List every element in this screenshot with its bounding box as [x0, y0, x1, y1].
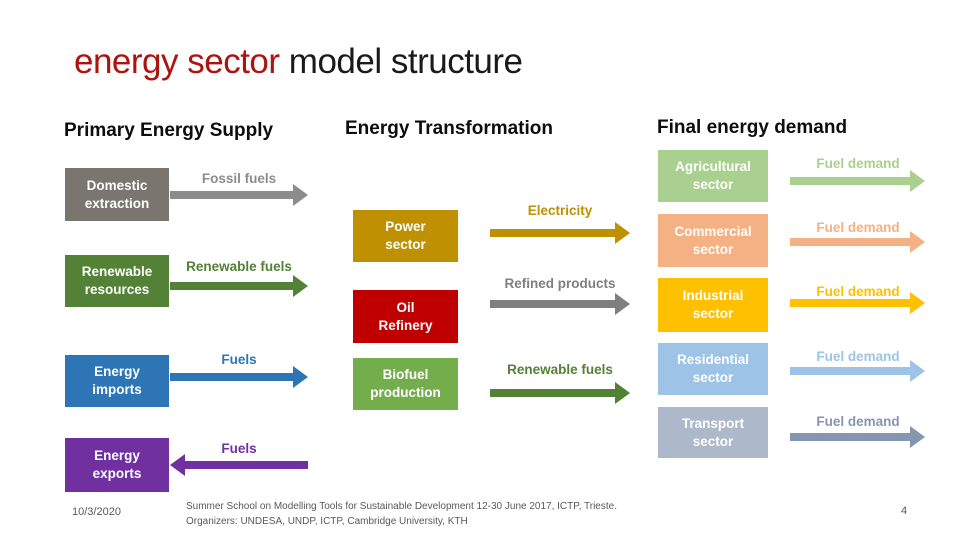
flow-label-renewable-fuels-transformation: Renewable fuels	[507, 362, 613, 377]
fuels-import-arrow-head	[293, 366, 308, 388]
slide-title: energy sector model structure	[74, 42, 523, 82]
fossil-fuels-arrow-head	[293, 184, 308, 206]
box-renewable-resources-label: Renewable resources	[81, 264, 153, 297]
footer-credit-line2: Organizers: UNDESA, UNDP, ICTP, Cambridg…	[186, 516, 468, 527]
fuel-demand-agricultural-arrow	[790, 170, 925, 192]
box-residential-sector: Residential sector	[658, 343, 768, 395]
flow-label-renewable-fuels-supply: Renewable fuels	[186, 259, 292, 274]
box-commercial-sector-label: Commercial sector	[674, 223, 752, 257]
box-agricultural-sector: Agricultural sector	[658, 150, 768, 202]
fuel-demand-industrial-arrow-head	[910, 292, 925, 314]
fuel-demand-agricultural-arrow-head	[910, 170, 925, 192]
header-energy-transformation: Energy Transformation	[345, 118, 553, 139]
flow-label-fuel-demand-residential: Fuel demand	[816, 349, 900, 364]
box-domestic-extraction-label: Domestic extraction	[84, 177, 150, 211]
renewable-fuels-supply-arrow	[170, 275, 308, 297]
refined-products-arrow-head	[615, 293, 630, 315]
flow-label-fuel-demand-industrial: Fuel demand	[816, 284, 900, 299]
box-oil-refinery-label: Oil Refinery	[378, 299, 433, 333]
fuel-demand-industrial-arrow	[790, 292, 925, 314]
box-industrial-sector: Industrial sector	[658, 278, 768, 332]
flow-label-fuels-export: Fuels	[221, 441, 257, 456]
box-residential-sector-label: Residential sector	[676, 352, 750, 385]
flow-label-fuel-demand-transport: Fuel demand	[816, 414, 900, 429]
flow-label-refined-products: Refined products	[504, 276, 616, 291]
fuel-demand-transport-arrow-head	[910, 426, 925, 448]
flow-label-fuel-demand-commercial: Fuel demand	[816, 220, 900, 235]
footer-credit: Summer School on Modelling Tools for Sus…	[186, 499, 617, 529]
box-energy-imports-label: Energy imports	[92, 364, 142, 397]
renewable-fuels-supply-arrow-head	[293, 275, 308, 297]
box-domestic-extraction: Domestic extraction	[65, 168, 169, 221]
box-transport-sector: Transport sector	[658, 407, 768, 458]
title-highlight: energy sector	[74, 42, 280, 81]
footer-page-number: 4	[901, 505, 908, 517]
flow-label-electricity: Electricity	[527, 203, 593, 218]
fuel-demand-commercial-arrow	[790, 231, 925, 253]
fuel-demand-transport-arrow	[790, 426, 925, 448]
renewable-fuels-transformation-arrow	[490, 382, 630, 404]
box-power-sector-label: Power sector	[385, 219, 426, 252]
electricity-arrow	[490, 222, 630, 244]
flow-label-fuels-import: Fuels	[221, 352, 257, 367]
fuel-demand-commercial-arrow-head	[910, 231, 925, 253]
header-primary-energy-supply: Primary Energy Supply	[64, 120, 274, 141]
box-agricultural-sector-label: Agricultural sector	[675, 159, 751, 192]
fuels-import-arrow	[170, 366, 308, 388]
footer-date: 10/3/2020	[72, 506, 121, 518]
box-biofuel-production-label: Biofuel production	[370, 367, 441, 400]
fossil-fuels-arrow	[170, 184, 308, 206]
fuels-export-arrow	[170, 454, 308, 476]
flow-label-fuel-demand-agricultural: Fuel demand	[816, 156, 900, 171]
box-oil-refinery: Oil Refinery	[353, 290, 458, 343]
box-power-sector: Power sector	[353, 210, 458, 262]
electricity-arrow-head	[615, 222, 630, 244]
box-energy-imports: Energy imports	[65, 355, 169, 407]
refined-products-arrow	[490, 293, 630, 315]
box-commercial-sector: Commercial sector	[658, 214, 768, 267]
fuel-demand-residential-arrow-head	[910, 360, 925, 382]
title-rest: model structure	[288, 42, 523, 81]
fuel-demand-residential-arrow	[790, 360, 925, 382]
footer-credit-line1: Summer School on Modelling Tools for Sus…	[186, 501, 617, 512]
box-energy-exports: Energy exports	[65, 438, 169, 492]
flow-label-fossil-fuels: Fossil fuels	[201, 171, 277, 186]
box-renewable-resources: Renewable resources	[65, 255, 169, 307]
box-biofuel-production: Biofuel production	[353, 358, 458, 410]
fuels-export-arrow-head	[170, 454, 185, 476]
box-transport-sector-label: Transport sector	[681, 415, 745, 449]
renewable-fuels-transformation-arrow-head	[615, 382, 630, 404]
box-industrial-sector-label: Industrial sector	[682, 288, 744, 321]
header-final-energy-demand: Final energy demand	[657, 117, 848, 138]
box-energy-exports-label: Energy exports	[92, 448, 142, 481]
